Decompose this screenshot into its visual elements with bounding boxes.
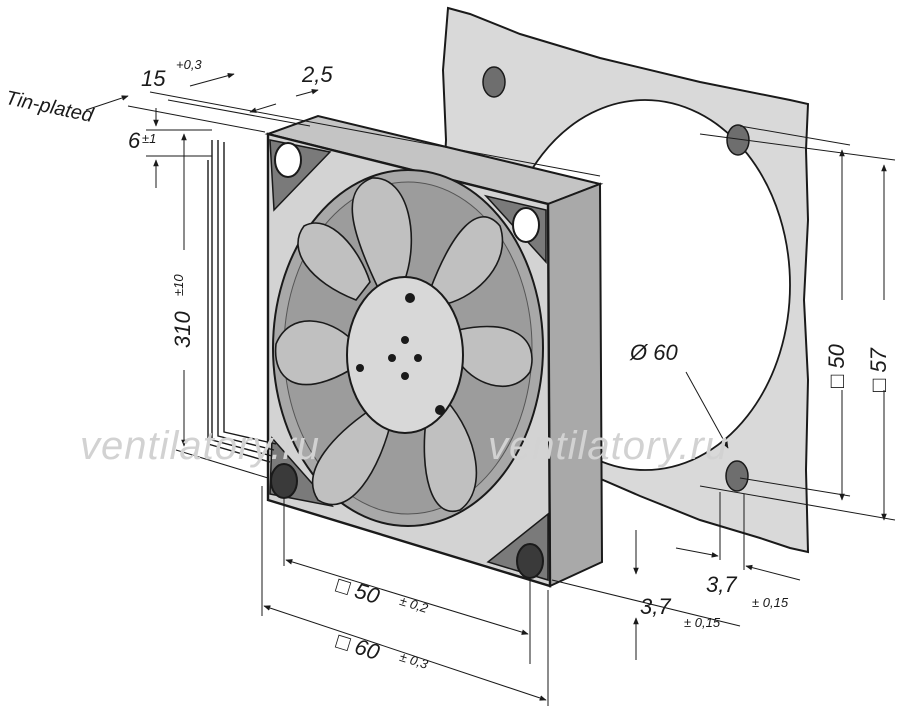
lead-wires xyxy=(207,140,277,463)
gasket-hole-br xyxy=(725,460,749,492)
tol-15: +0,3 xyxy=(176,57,202,72)
dimension-lines xyxy=(85,72,896,706)
dim-3-7-bottom: 3,7 xyxy=(640,594,671,619)
watermark-right: ventilatory.ru xyxy=(488,424,729,468)
fan-hole-bl xyxy=(270,463,298,499)
dim-diameter-60: Ø 60 xyxy=(630,340,678,365)
fan-hole-tl xyxy=(274,142,302,178)
dim-6: 6 xyxy=(128,128,141,153)
fan-hole-tr xyxy=(512,207,540,243)
fan-hole-br xyxy=(516,543,544,579)
gasket-hole-tl xyxy=(482,66,506,98)
tol-3-7-bottom: ± 0,15 xyxy=(684,615,721,630)
dim-square-50-right: □ 50 xyxy=(824,344,849,388)
tol-3-7-right: ± 0,15 xyxy=(752,595,789,610)
fan-blades xyxy=(274,177,533,513)
dim-310: 310 xyxy=(170,311,195,348)
dim-square-57-right: □ 57 xyxy=(866,348,891,392)
dim-2-5: 2,5 xyxy=(302,62,333,87)
tol-6: ±1 xyxy=(142,131,157,146)
gasket-hole-tr xyxy=(726,124,750,156)
fan-hub xyxy=(346,276,464,434)
dim-3-7-right: 3,7 xyxy=(706,572,737,597)
dim-15: 15 xyxy=(141,66,166,91)
tol-310: ±10 xyxy=(171,274,186,296)
watermark-left: ventilatory.ru xyxy=(80,424,321,468)
